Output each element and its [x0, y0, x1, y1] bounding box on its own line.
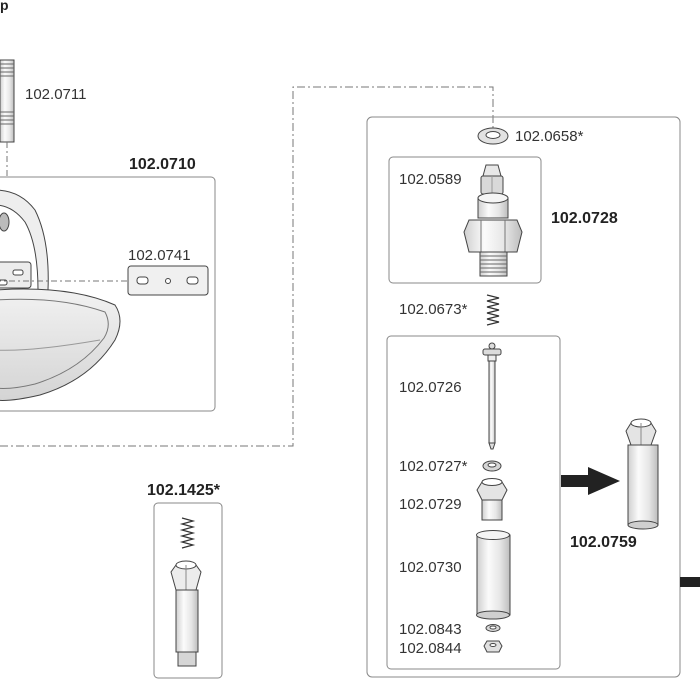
cut-off-label: p: [0, 0, 9, 13]
drinking-bowl: [0, 189, 128, 401]
label-102-0727: 102.0727*: [399, 458, 468, 475]
hex-nut-0729: [476, 478, 508, 521]
label-102-0844: 102.0844: [399, 640, 462, 657]
continuation-arrow-icon: [680, 577, 700, 587]
label-102-0729: 102.0729: [399, 496, 462, 513]
bowl-assembly-box: [0, 176, 216, 412]
o-ring-0727: [482, 460, 502, 472]
pipe-fitting-0711: [0, 59, 15, 176]
assembly-arrow-icon: [561, 467, 620, 495]
label-102-1425: 102.1425*: [147, 482, 220, 499]
washer-0843: [485, 624, 501, 632]
spring-0673: [486, 294, 500, 326]
valve-kit-1425-box: [153, 502, 223, 679]
nut-0844: [483, 640, 503, 653]
sleeve-0730: [476, 530, 511, 620]
label-102-0728: 102.0728: [551, 210, 618, 227]
valve-parts-box: [386, 335, 561, 670]
connection-dashdot-line: [0, 86, 494, 447]
label-102-0658: 102.0658*: [515, 128, 584, 145]
label-102-0843: 102.0843: [399, 621, 462, 638]
assembled-valve-0759: [625, 418, 659, 530]
nipple-housing-box: [388, 156, 542, 284]
valve-assembly-box: [366, 116, 681, 678]
label-102-0759: 102.0759: [570, 534, 637, 551]
label-102-0711: 102.0711: [25, 86, 87, 103]
bracket-plate-0741: [127, 265, 209, 296]
label-102-0710: 102.0710: [129, 156, 196, 173]
label-102-0741: 102.0741: [128, 247, 191, 264]
label-102-0730: 102.0730: [399, 559, 462, 576]
valve-body-1425: [170, 560, 202, 667]
valve-stem-0726: [482, 342, 502, 450]
label-102-0589: 102.0589: [399, 171, 462, 188]
label-102-0673: 102.0673*: [399, 301, 468, 318]
washer-0658: [477, 127, 509, 145]
spring-1425: [179, 517, 196, 549]
seal-0589: [480, 164, 504, 195]
label-102-0726: 102.0726: [399, 379, 462, 396]
hex-housing-0728: [463, 192, 523, 277]
